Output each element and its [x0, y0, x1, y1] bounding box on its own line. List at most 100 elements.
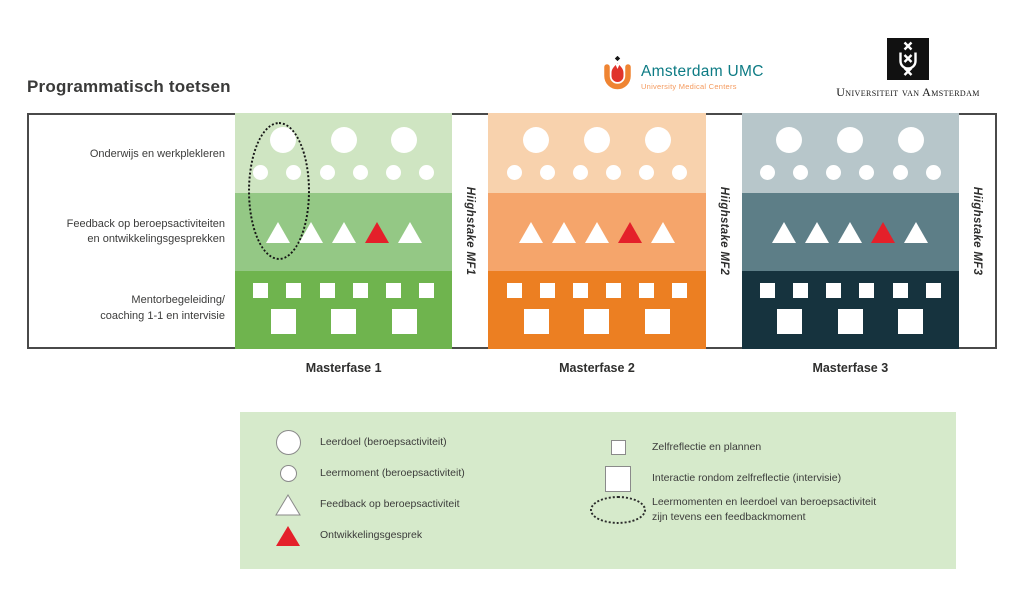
leermoment-circle-icon — [759, 164, 775, 180]
triangle-red-icon — [266, 524, 310, 548]
ontwikkelingsgesprek-triangle-icon — [617, 221, 642, 243]
leerdoel-circle-icon — [583, 127, 610, 154]
legend-item: Ontwikkelingsgesprek — [266, 520, 465, 551]
feedback-triangle-icon — [551, 221, 576, 243]
large-squares-row — [235, 308, 452, 334]
legend-item: Interactie rondom zelfreflectie (intervi… — [590, 463, 876, 494]
small-circles-row — [488, 164, 705, 180]
legend: Leerdoel (beroepsactiviteit) Leermoment (… — [240, 412, 956, 569]
small-squares-row — [235, 283, 452, 299]
zelfreflectie-square-icon — [925, 283, 941, 299]
zelfreflectie-square-icon — [253, 283, 269, 299]
highstake-mf2-label: Hiighstake MF2 — [717, 186, 730, 276]
uva-wordmark: Universiteit van Amsterdam — [836, 85, 980, 99]
zelfreflectie-square-icon — [606, 283, 622, 299]
square-small-icon — [590, 440, 646, 455]
ellipse-dotted-icon — [590, 495, 646, 524]
row-label-mentor: Mentorbegeleiding/ coaching 1-1 en inter… — [100, 294, 225, 322]
masterfase-labels-spacer — [29, 354, 235, 375]
amsterdam-umc-tulip-icon — [604, 56, 631, 90]
square-large-shape — [605, 465, 631, 492]
row-labels: Onderwijs en werkplekleren Feedback op b… — [29, 115, 235, 347]
assessment-matrix: Onderwijs en werkplekleren Feedback op b… — [27, 113, 997, 349]
legend-label: Leermomenten en leerdoel van beroepsacti… — [652, 496, 877, 523]
leermoment-circle-icon — [506, 164, 522, 180]
row-label-onderwijs: Onderwijs en werkplekleren — [89, 147, 225, 160]
feedbackmoment-ellipse-icon — [248, 122, 310, 260]
circle-large-icon — [266, 430, 310, 455]
zelfreflectie-square-icon — [419, 283, 435, 299]
masterfase-1-label: Masterfase 1 — [305, 361, 382, 375]
leermoment-circle-icon — [419, 164, 435, 180]
legend-item: Feedback op beroepsactiviteit — [266, 489, 465, 520]
feedback-triangle-icon — [805, 221, 830, 243]
uva-logo: Universiteit van Amsterdam — [812, 38, 1004, 100]
square-small-shape — [610, 440, 626, 455]
feedback-triangle-icon — [772, 221, 797, 243]
onderwijs-section — [741, 113, 959, 194]
intervisie-square-icon — [898, 308, 924, 334]
uva-crest-icon — [887, 38, 929, 80]
zelfreflectie-square-icon — [352, 283, 368, 299]
phase-block-masterfase-2 — [488, 113, 706, 349]
ellipse-dotted-shape — [590, 495, 646, 524]
feedback-triangle-icon — [904, 221, 929, 243]
leermoment-circle-icon — [606, 164, 622, 180]
intervisie-square-icon — [837, 308, 863, 334]
leerdoel-circle-icon — [330, 127, 357, 154]
leermoment-circle-icon — [793, 164, 809, 180]
feedback-triangle-icon — [650, 221, 675, 243]
legend-label: Ontwikkelingsgesprek — [320, 529, 423, 542]
zelfreflectie-square-icon — [759, 283, 775, 299]
legend-label: Leerdoel (beroepsactiviteit) — [320, 436, 447, 449]
large-squares-row — [488, 308, 705, 334]
legend-label: Interactie rondom zelfreflectie (intervi… — [652, 472, 842, 485]
intervisie-square-icon — [523, 308, 549, 334]
highstake-mf3-label: Hiighstake MF3 — [970, 186, 983, 276]
legend-item: Leerdoel (beroepsactiviteit) — [266, 427, 465, 458]
highstake-divider-mf3: Hiighstake MF3 — [958, 115, 995, 347]
feedback-triangle-icon — [838, 221, 863, 243]
zelfreflectie-square-icon — [793, 283, 809, 299]
small-squares-row — [488, 283, 705, 299]
large-squares-row — [742, 308, 959, 334]
ontwikkelingsgesprek-triangle-icon — [871, 221, 896, 243]
highstake-divider-mf1: Hiighstake MF1 — [452, 115, 489, 347]
zelfreflectie-square-icon — [892, 283, 908, 299]
leermoment-circle-icon — [572, 164, 588, 180]
intervisie-square-icon — [777, 308, 803, 334]
large-circles-row — [488, 127, 705, 154]
circle-small-shape — [279, 465, 297, 482]
intervisie-square-icon — [645, 308, 671, 334]
zelfreflectie-square-icon — [286, 283, 302, 299]
circle-small-icon — [266, 465, 310, 482]
leerdoel-circle-icon — [523, 127, 550, 154]
mentor-section — [741, 271, 959, 349]
intervisie-square-icon — [391, 308, 417, 334]
phase-1-fill — [235, 113, 453, 349]
zelfreflectie-square-icon — [826, 283, 842, 299]
leerdoel-circle-icon — [776, 127, 803, 154]
phase-2-fill — [488, 113, 706, 349]
phase-block-masterfase-1 — [235, 113, 453, 349]
zelfreflectie-square-icon — [672, 283, 688, 299]
leerdoel-circle-icon — [644, 127, 671, 154]
legend-column-left: Leerdoel (beroepsactiviteit) Leermoment (… — [266, 427, 465, 551]
page-title: Programmatisch toetsen — [27, 77, 231, 96]
leerdoel-circle-icon — [837, 127, 864, 154]
intervisie-square-icon — [270, 308, 296, 334]
leerdoel-circle-icon — [391, 127, 418, 154]
leerdoel-circle-icon — [898, 127, 925, 154]
leermoment-circle-icon — [639, 164, 655, 180]
legend-item: Leermoment (beroepsactiviteit) — [266, 458, 465, 489]
zelfreflectie-square-icon — [539, 283, 555, 299]
mentor-section — [235, 271, 453, 349]
legend-label: Leermoment (beroepsactiviteit) — [320, 467, 465, 480]
masterfase-3-label: Masterfase 3 — [812, 361, 889, 375]
zelfreflectie-square-icon — [385, 283, 401, 299]
triangle-white-icon — [266, 493, 310, 517]
feedback-triangle-icon — [518, 221, 543, 243]
large-circles-row — [742, 127, 959, 154]
zelfreflectie-square-icon — [859, 283, 875, 299]
